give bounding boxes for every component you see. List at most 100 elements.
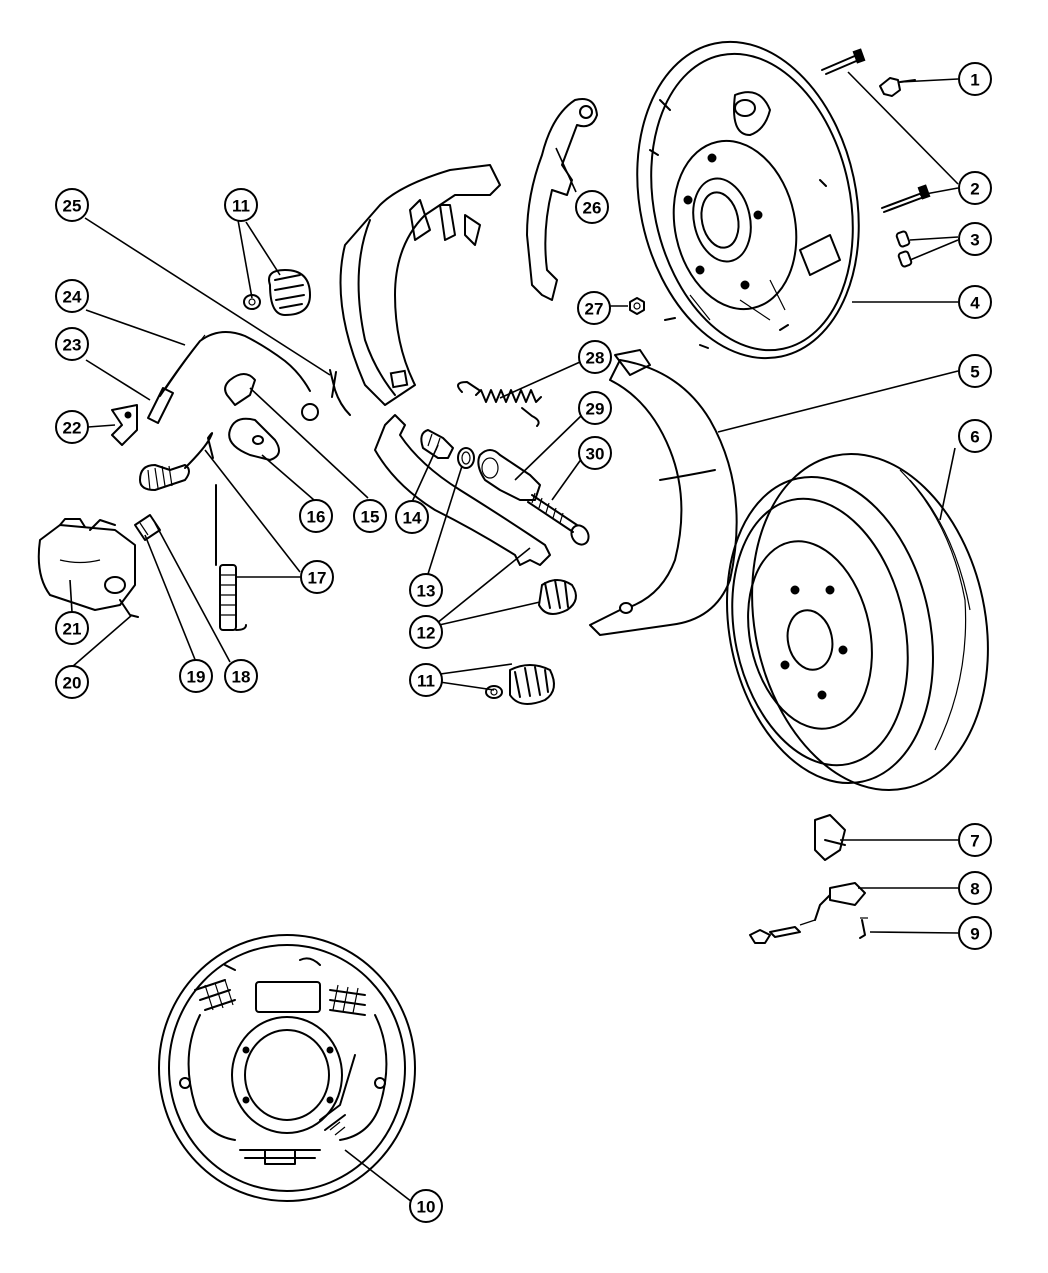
callout-circle [409,1189,443,1223]
callout-number: 18 [232,668,251,687]
callout-13: 13 [409,573,443,607]
callout-circle [958,62,992,96]
callout-28: 28 [578,340,612,374]
return-spring-part-17 [139,432,247,631]
callout-23: 23 [55,327,89,361]
callout-5: 5 [958,354,992,388]
callout-9: 9 [958,916,992,950]
sleeve-part-14 [420,429,454,459]
callout-1: 1 [958,62,992,96]
callout-number: 12 [417,624,436,643]
callout-circle [958,871,992,905]
callout-number: 10 [417,1198,436,1217]
callout-7: 7 [958,823,992,857]
callout-18: 18 [224,659,258,693]
callout-number: 1 [970,71,979,90]
callout-22: 22 [55,410,89,444]
hold-down-spring-upper [243,269,311,316]
assembled-brake-view [158,934,416,1202]
callout-number: 8 [970,880,979,899]
plate-part-16 [228,417,280,461]
callout-14: 14 [395,500,429,534]
callout-number: 7 [970,832,979,851]
callout-20: 20 [55,665,89,699]
callout-number: 24 [63,288,82,307]
leader-lines [69,71,959,1203]
adjuster-lever [526,98,598,301]
plug-part-3 [895,230,913,268]
callout-number: 2 [970,180,979,199]
pivot-part-29 [477,449,541,501]
callout-19: 19 [179,659,213,693]
callout-17: 17 [300,560,334,594]
brake-shoe-front [339,164,501,406]
callout-number: 19 [187,668,206,687]
callout-circle [55,279,89,313]
callout-16: 16 [299,499,333,533]
callout-number: 11 [232,197,250,216]
callout-circle [300,560,334,594]
callout-circle [353,499,387,533]
brake-drum [726,453,989,791]
callout-circle [224,659,258,693]
callout-circle [409,663,443,697]
callout-circle [958,419,992,453]
callout-number: 26 [583,199,602,218]
callout-11: 11 [224,188,258,222]
callout-2: 2 [958,171,992,205]
callout-circle [958,222,992,256]
callout-26: 26 [575,190,609,224]
callout-25: 25 [55,188,89,222]
brake-shoe-rear [589,349,738,636]
callout-circle [409,615,443,649]
callout-number: 28 [586,349,605,368]
callout-circle [55,327,89,361]
callout-number: 27 [585,300,604,319]
callout-circle [575,190,609,224]
callout-number: 11 [417,672,435,691]
callout-circle [395,500,429,534]
callout-circle [299,499,333,533]
callout-number: 3 [970,231,979,250]
bracket-part-7 [814,814,846,861]
callout-circle [578,340,612,374]
callout-number: 4 [970,294,980,313]
callout-3: 3 [958,222,992,256]
callout-27: 27 [577,291,611,325]
callout-12: 12 [409,615,443,649]
callout-circle [55,410,89,444]
wheel-cylinder-part-21 [37,518,139,618]
callout-circle [179,659,213,693]
callout-number: 6 [970,428,979,447]
screw-part-9 [859,917,868,939]
callout-circle [55,611,89,645]
callout-number: 16 [307,508,326,527]
callout-number: 15 [361,508,380,527]
callout-10: 10 [409,1189,443,1223]
callout-circle [224,188,258,222]
callout-24: 24 [55,279,89,313]
guide-part-23 [147,387,174,424]
cable-part-24 [159,331,319,421]
callout-number: 20 [63,674,82,693]
callout-15: 15 [353,499,387,533]
lever-part-15 [224,373,256,406]
callout-circle [55,188,89,222]
callout-number: 9 [970,925,979,944]
nut-part-27 [629,297,645,315]
callout-number: 13 [417,582,436,601]
callout-circle [958,354,992,388]
callout-number: 21 [63,620,82,639]
callout-number: 23 [63,336,82,355]
bracket-part-22 [111,404,138,446]
callout-circle [55,665,89,699]
hold-down-spring-lower [485,664,555,705]
callout-8: 8 [958,871,992,905]
fitting-part-8 [749,882,866,944]
callout-number: 5 [970,363,979,382]
callout-11: 11 [409,663,443,697]
bleeder-part-18 [134,514,161,541]
callout-29: 29 [578,391,612,425]
